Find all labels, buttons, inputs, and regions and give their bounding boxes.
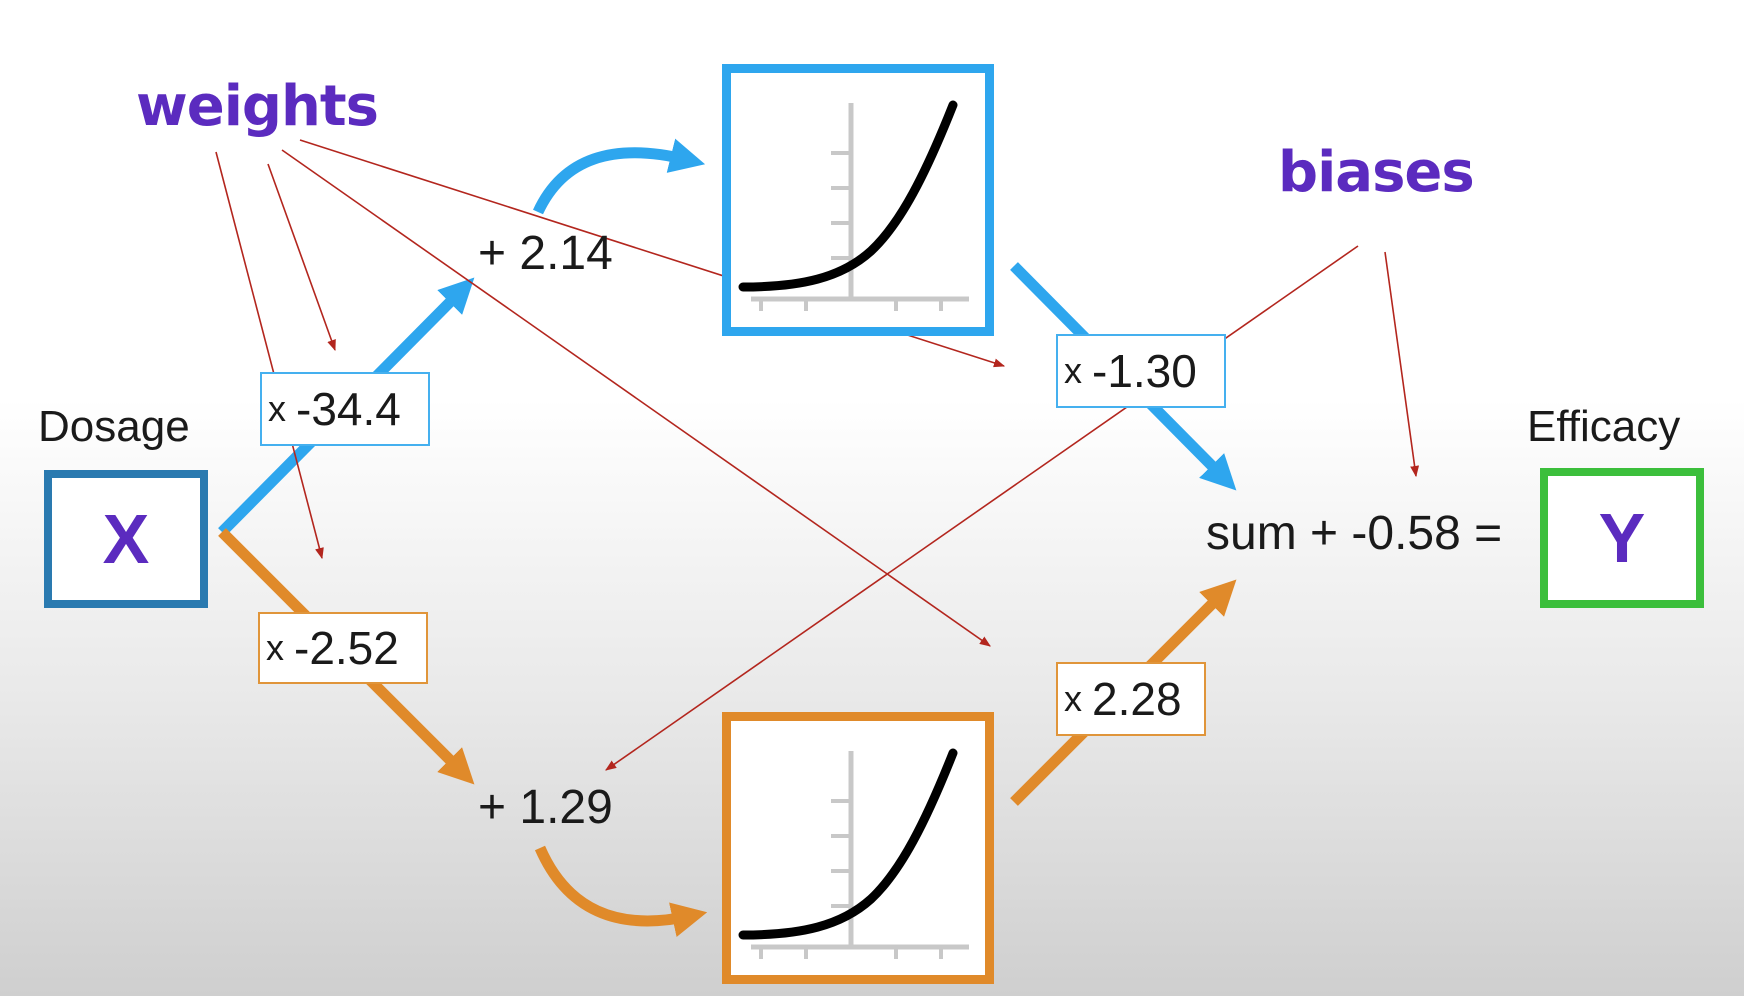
weight-box-bottom-input: x -2.52 — [258, 612, 428, 684]
weights-pointer-4 — [281, 149, 991, 647]
input-node: X — [44, 470, 208, 608]
weights-pointer-1 — [267, 163, 336, 352]
biases-annotation: biases — [1278, 140, 1475, 205]
softplus-curve-icon — [738, 100, 958, 292]
output-node: Y — [1540, 468, 1704, 608]
activation-curve-chart — [738, 100, 969, 311]
input-variable: X — [102, 500, 150, 578]
activation-plot-bottom — [722, 712, 994, 984]
weight-value: -2.52 — [294, 622, 399, 674]
multiply-symbol: x — [1064, 678, 1082, 719]
multiply-symbol: x — [268, 388, 286, 429]
bias-bottom: + 1.29 — [478, 781, 613, 834]
weights-pointer-2 — [215, 151, 324, 560]
weight-box-bottom-output: x 2.28 — [1056, 662, 1206, 736]
activation-curve-chart — [738, 748, 969, 959]
sum-expression: sum + -0.58 = — [1206, 507, 1503, 560]
weight-value: -34.4 — [296, 383, 401, 435]
multiply-symbol: x — [266, 627, 284, 668]
biases-pointer-2 — [1384, 251, 1420, 478]
softplus-curve-icon — [738, 748, 958, 940]
biases-pointer-1 — [605, 245, 1359, 771]
weight-box-top-output: x -1.30 — [1056, 334, 1226, 408]
multiply-symbol: x — [1064, 350, 1082, 391]
weight-value: -1.30 — [1092, 345, 1197, 397]
weights-annotation: weights — [136, 74, 379, 139]
activation-plot-top — [722, 64, 994, 336]
weight-value: 2.28 — [1092, 673, 1182, 725]
input-label: Dosage — [38, 402, 190, 451]
output-label: Efficacy — [1527, 402, 1681, 451]
edge-bottom-bias-to-activation — [534, 845, 708, 937]
bias-top: + 2.14 — [478, 227, 613, 280]
weight-box-top-input: x -34.4 — [260, 372, 430, 446]
edge-top-bias-to-activation — [533, 138, 706, 215]
output-variable: Y — [1598, 499, 1646, 577]
